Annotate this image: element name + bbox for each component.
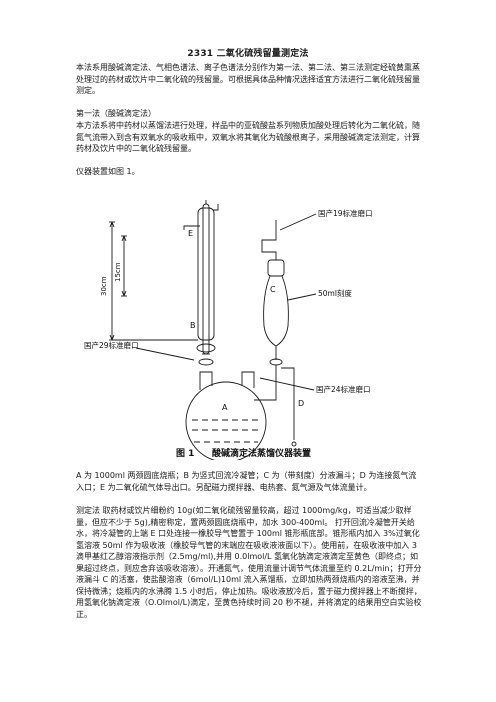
label-e: E xyxy=(188,229,193,238)
label-top-joint: 国产19标准磨口 xyxy=(318,208,373,218)
dim-15cm: 15cm xyxy=(114,262,122,282)
label-right-joint: 国产24标准磨口 xyxy=(316,384,371,394)
apparatus-line: 仪器装置如图 1。 xyxy=(76,167,140,176)
figure-caption-text: 酸碱滴定法蒸馏仪器装置 xyxy=(212,447,311,459)
dim-30cm: 30cm xyxy=(100,276,108,296)
procedure-paragraph: 测定法 取药材或饮片细粉约 10g(如二氧化硫残留量较高，超过 1000mg/k… xyxy=(76,506,422,619)
apparatus-figure: E B C D A 30cm 15cm 国产19标准磨口 50ml刻度 国产29… xyxy=(84,200,373,460)
method-heading: 第一法（酸碱滴定法） xyxy=(76,109,156,118)
label-50ml: 50ml刻度 xyxy=(318,288,352,298)
figure-caption-number: 图 1 xyxy=(176,448,194,459)
label-left-joint: 国产29标准磨口 xyxy=(84,340,139,350)
label-d: D xyxy=(298,399,304,408)
intro-paragraph: 本法系用酸碱滴定法、气相色谱法、离子色谱法分别作为第一法、第二法、第三法测定经硫… xyxy=(76,63,420,95)
label-a: A xyxy=(222,403,228,412)
label-c: C xyxy=(270,285,276,294)
document-title: 2331 二氧化硫残留量测定法 xyxy=(187,49,309,59)
apparatus-description: A 为 1000ml 两颈圆底烧瓶；B 为竖式回流冷凝管；C 为（带刻度）分液漏… xyxy=(76,471,417,492)
label-b: B xyxy=(190,321,196,330)
method-paragraph: 本方法系将中药材以蒸馏法进行处理，样品中的亚硫酸盐系列物质加酸处理后转化为二氧化… xyxy=(76,121,420,153)
